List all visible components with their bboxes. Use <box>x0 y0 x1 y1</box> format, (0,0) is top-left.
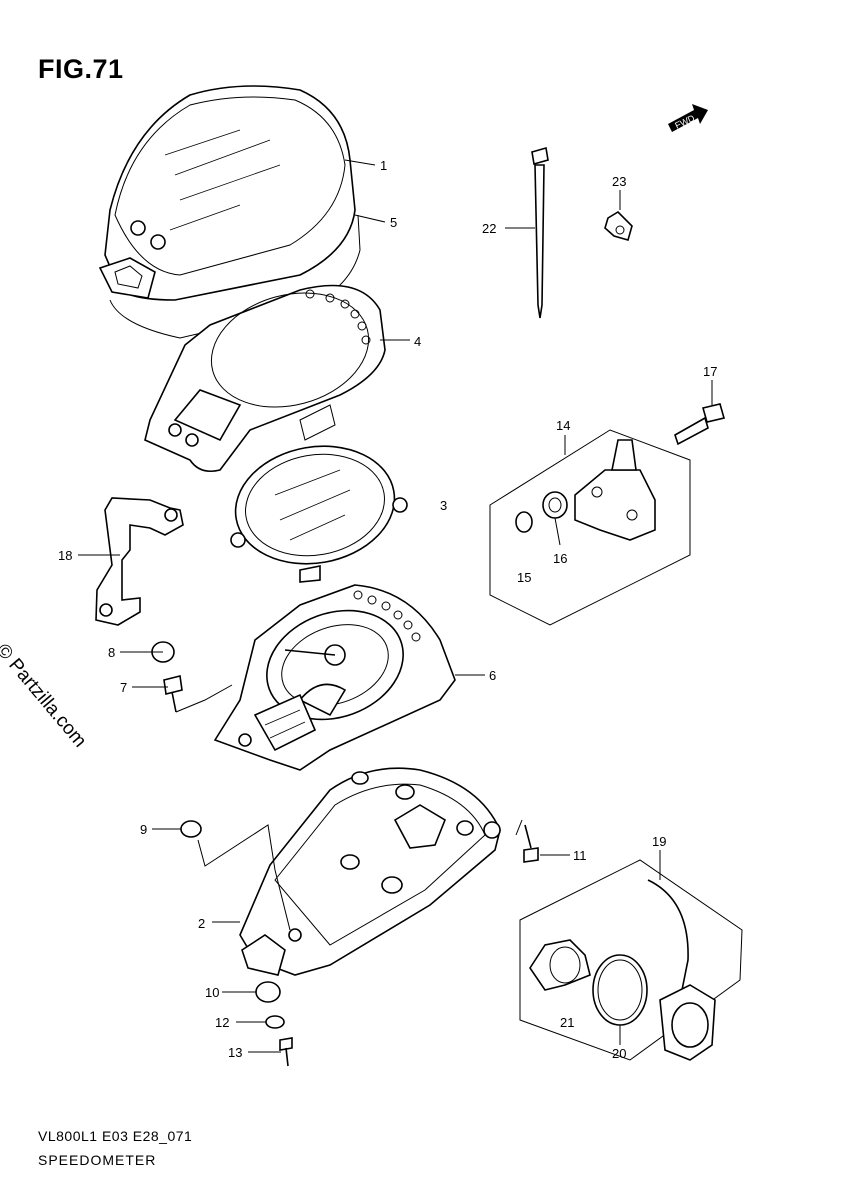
part-meter-case <box>144 284 386 473</box>
callout-19: 19 <box>652 834 666 849</box>
fwd-arrow-icon: FWD <box>668 104 708 132</box>
figure-title: FIG.71 <box>38 54 124 84</box>
part-cap-9 <box>180 820 202 838</box>
callout-5: 5 <box>390 215 397 230</box>
callout-4: 4 <box>414 334 421 349</box>
callout-13: 13 <box>228 1045 242 1060</box>
part-bracket-18 <box>95 497 184 626</box>
callout-8: 8 <box>108 645 115 660</box>
callout-14: 14 <box>556 418 570 433</box>
callout-1: 1 <box>380 158 387 173</box>
part-gear-assembly-19 <box>519 859 743 1061</box>
callout-22: 22 <box>482 221 496 236</box>
part-screw-13 <box>279 1037 293 1067</box>
part-washer-12 <box>265 1015 285 1029</box>
leader-lines <box>78 159 713 1053</box>
part-screw-7 <box>163 675 233 713</box>
part-clamp-23 <box>604 210 633 241</box>
part-screw-11 <box>515 819 539 863</box>
part-grommet-10 <box>255 981 281 1003</box>
part-lens-ring <box>230 445 408 583</box>
callout-2: 2 <box>198 916 205 931</box>
callout-18: 18 <box>58 548 72 563</box>
callout-9: 9 <box>140 822 147 837</box>
part-meter-cover <box>98 85 356 301</box>
part-cable-tie-22 <box>531 146 549 319</box>
section-name: SPEEDOMETER <box>38 1152 157 1168</box>
callout-23: 23 <box>612 174 626 189</box>
callout-3: 3 <box>440 498 447 513</box>
callout-16: 16 <box>553 551 567 566</box>
callout-11: 11 <box>573 848 587 863</box>
callout-21: 21 <box>560 1015 574 1030</box>
callout-12: 12 <box>215 1015 229 1030</box>
callout-10: 10 <box>205 985 219 1000</box>
model-code: VL800L1 E03 E28_071 <box>38 1128 193 1144</box>
callout-15: 15 <box>517 570 531 585</box>
part-lower-case <box>239 767 501 976</box>
callout-7: 7 <box>120 680 127 695</box>
callout-6: 6 <box>489 668 496 683</box>
part-sensor-assembly-14 <box>489 429 691 626</box>
part-bolt-17 <box>674 403 725 446</box>
part-meter-assembly <box>213 584 456 771</box>
callout-17: 17 <box>703 364 717 379</box>
callout-20: 20 <box>612 1046 626 1061</box>
